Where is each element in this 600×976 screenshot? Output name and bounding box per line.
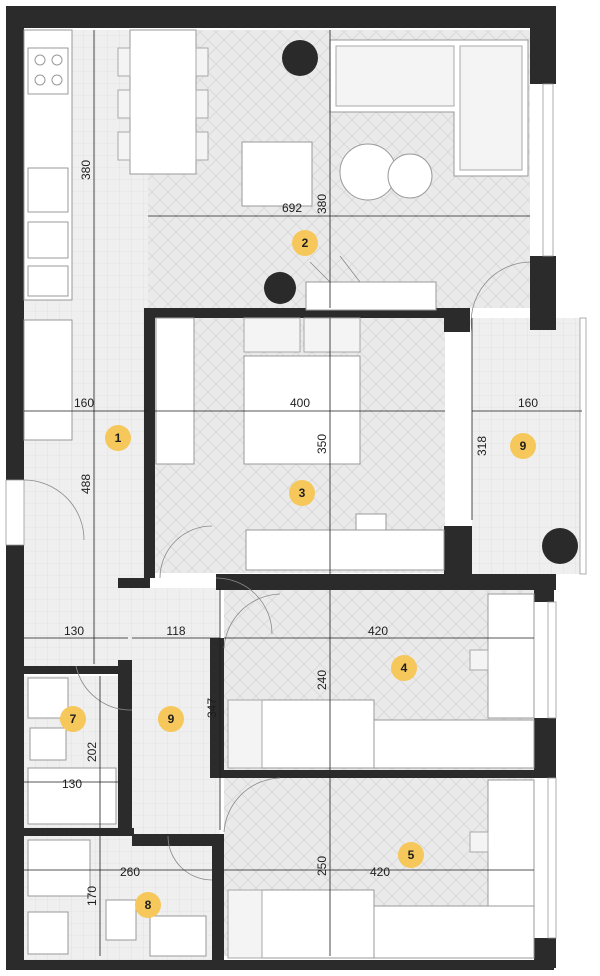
- dimension-label: 130: [62, 777, 82, 791]
- kitchen: [23, 29, 73, 441]
- desk: [245, 529, 445, 571]
- dimension-label: 350: [315, 434, 329, 454]
- toilet: [29, 727, 67, 761]
- dimension-label: 692: [282, 201, 302, 215]
- room-number: 5: [408, 848, 415, 862]
- plant-icon: [282, 40, 318, 76]
- bath-fixtures: [27, 839, 207, 957]
- shower: [27, 839, 91, 897]
- dimension-label: 488: [79, 474, 93, 494]
- fridge: [23, 319, 73, 441]
- bathtub: [27, 767, 117, 825]
- dimension-label: 420: [370, 865, 390, 879]
- windows: [5, 83, 587, 939]
- plants: [264, 40, 578, 564]
- dimension-label: 260: [120, 865, 140, 879]
- room-badges: 1 2 3 9 4 9 7 5 8: [60, 230, 536, 918]
- room-number: 9: [520, 439, 527, 453]
- wardrobe: [373, 905, 535, 959]
- plant-icon: [264, 272, 296, 304]
- coffee-table: [339, 143, 397, 201]
- armchair: [241, 141, 313, 207]
- room-number: 3: [299, 486, 306, 500]
- dimension-label: 160: [74, 396, 94, 410]
- washbasin: [27, 677, 69, 719]
- dimension-label: 170: [85, 886, 99, 906]
- room-number: 9: [168, 712, 175, 726]
- bedroom-furniture: [155, 317, 445, 571]
- plant-icon: [542, 528, 578, 564]
- room-number: 4: [401, 661, 408, 675]
- dimension-label: 250: [315, 856, 329, 876]
- living-furniture: [241, 39, 529, 311]
- dimension-label: 160: [518, 396, 538, 410]
- wardrobe: [373, 719, 535, 769]
- tv-unit: [305, 281, 437, 311]
- oven: [27, 265, 69, 297]
- dimension-lines: [24, 30, 582, 956]
- dining-table: [117, 29, 209, 175]
- wc-fixtures: [27, 677, 117, 825]
- dimension-label: 240: [315, 670, 329, 690]
- hall-lower-floor: [24, 570, 132, 668]
- dimension-label: 118: [166, 624, 185, 638]
- toilet: [105, 899, 137, 941]
- room-number: 2: [302, 236, 309, 250]
- room-number: 1: [115, 431, 122, 445]
- sink: [27, 167, 69, 213]
- walls: [6, 6, 556, 970]
- dimension-label: 347: [205, 698, 219, 718]
- wardrobe: [155, 317, 195, 465]
- stove: [27, 47, 69, 95]
- dimension-label: 202: [85, 742, 99, 762]
- dimension-label: 380: [79, 160, 93, 180]
- room4-furniture: [227, 593, 535, 769]
- dishwasher: [27, 221, 69, 259]
- dimension-label: 130: [64, 624, 84, 638]
- room-number: 8: [145, 898, 152, 912]
- dimension-labels: 380 692 380 160 400 350 160 318 488 130 …: [62, 160, 538, 906]
- washer: [27, 911, 69, 955]
- room5-furniture: [227, 779, 535, 959]
- dimension-label: 380: [315, 194, 329, 214]
- dimension-label: 318: [475, 436, 489, 456]
- double-bed: [243, 355, 361, 465]
- dimension-label: 400: [290, 396, 310, 410]
- washbasin: [149, 915, 207, 957]
- room-number: 7: [70, 712, 77, 726]
- doors: [23, 479, 281, 881]
- dimension-label: 420: [368, 624, 388, 638]
